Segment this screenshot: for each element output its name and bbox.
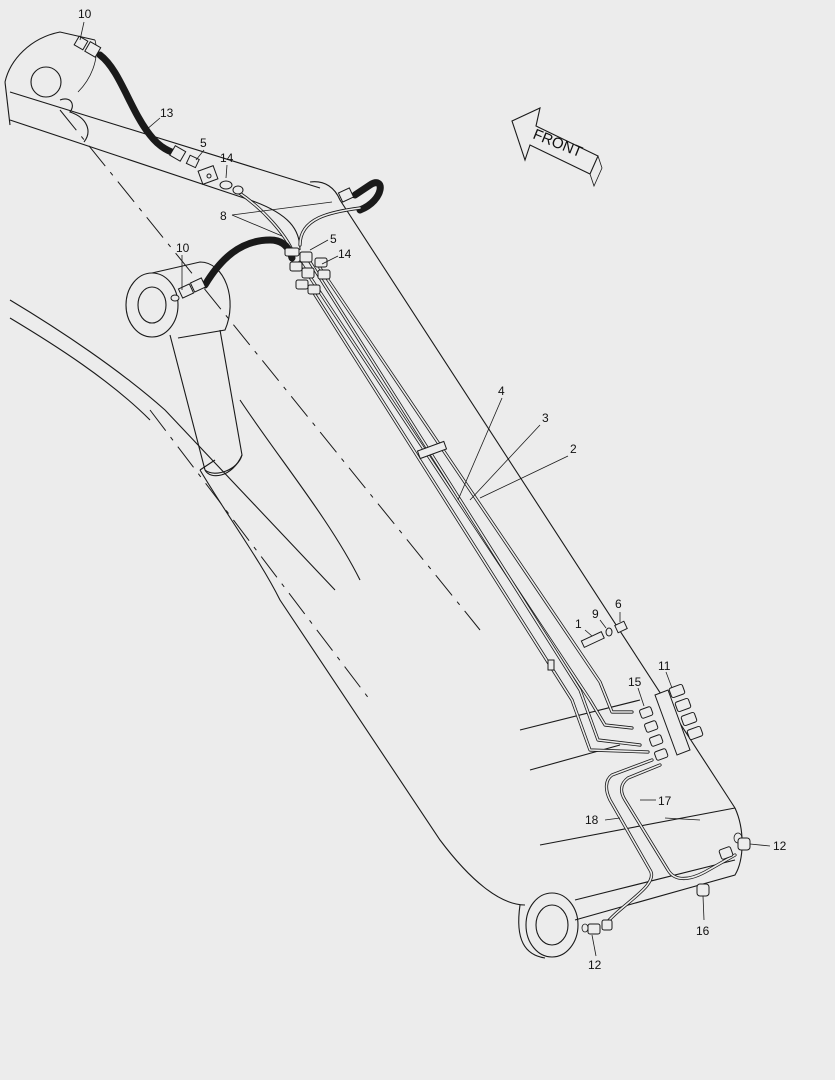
label-5-mid: 5 [330,232,337,246]
label-9: 9 [592,607,599,621]
label-15: 15 [628,675,642,689]
label-12-bottom: 12 [588,958,602,972]
front-arrow: FRONT [511,107,603,188]
label-16: 16 [696,924,710,938]
label-17: 17 [658,794,672,808]
label-11: 11 [658,659,671,673]
leader-lines [79,21,771,957]
label-2: 2 [570,442,577,456]
boom-cylinder [125,261,243,477]
hose-13 [73,35,200,169]
label-12-right: 12 [773,839,787,853]
label-13: 13 [160,106,174,120]
label-14-mid: 14 [338,247,352,261]
manifold-block [639,683,704,761]
label-5-top: 5 [200,136,207,150]
label-8: 8 [220,209,227,223]
pipes-17-18 [587,758,751,935]
label-10-top: 10 [78,7,92,21]
parts-1-9-6 [580,620,628,649]
part-labels: 10 13 5 14 8 5 14 10 4 3 2 1 9 6 11 15 1… [78,7,787,972]
label-3: 3 [542,411,549,425]
label-1: 1 [575,617,582,631]
pipe-bundle [298,260,650,754]
fittings-5-14 [197,165,331,295]
label-6: 6 [615,597,622,611]
label-18: 18 [585,813,599,827]
label-4: 4 [498,384,505,398]
label-10-mid: 10 [176,241,190,255]
boom-outline [4,31,743,959]
label-14-top: 14 [220,151,234,165]
